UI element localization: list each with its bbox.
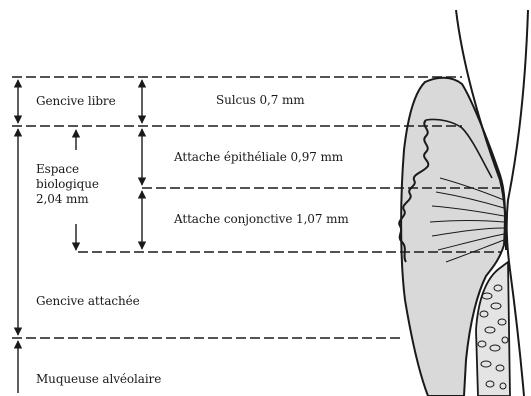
label-espace-line2: biologique — [36, 177, 99, 192]
label-gencive-attachee: Gencive attachée — [36, 294, 140, 309]
label-muqueuse-alveolaire: Muqueuse alvéolaire — [36, 372, 161, 387]
label-espace-line1: Espace — [36, 162, 99, 177]
label-espace-biologique: Espace biologique 2,04 mm — [36, 162, 99, 207]
label-gencive-libre: Gencive libre — [36, 94, 116, 109]
label-sulcus: Sulcus 0,7 mm — [216, 93, 305, 108]
label-espace-line3: 2,04 mm — [36, 192, 99, 207]
label-attache-epitheliale: Attache épithéliale 0,97 mm — [174, 150, 343, 165]
label-attache-conjonctive: Attache conjonctive 1,07 mm — [174, 212, 349, 227]
